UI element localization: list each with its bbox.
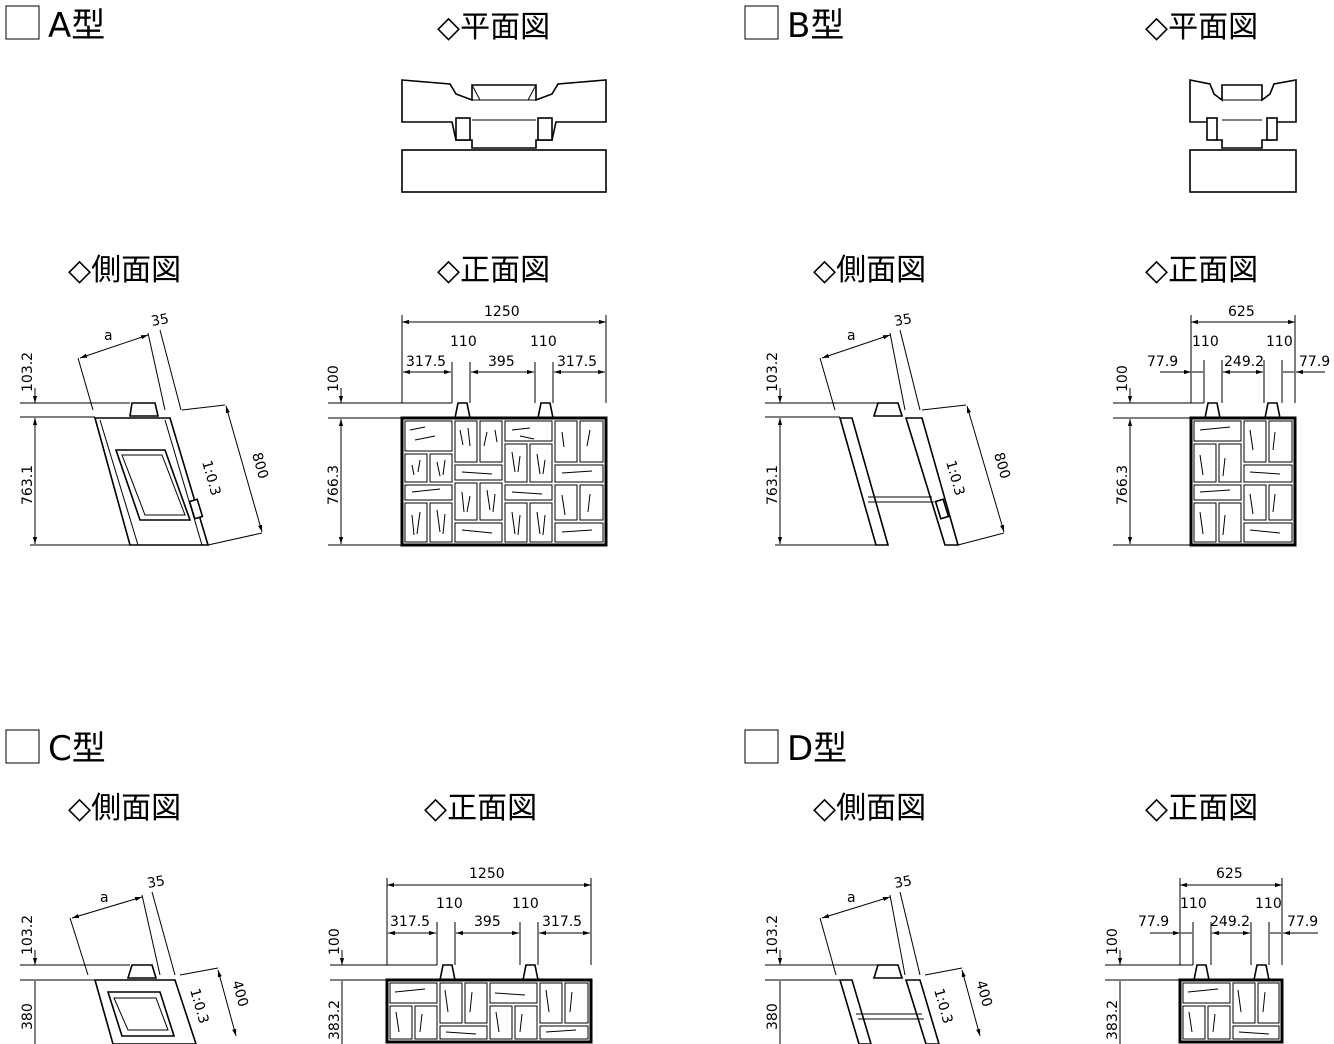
- dim-77-9-b1: 77.9: [1147, 354, 1178, 370]
- section-header-d: D型: [744, 729, 847, 769]
- subtitle-side-d: ◇側面図: [813, 791, 926, 826]
- side-view-d: a 35 103.2 380 400 1:0.3: [765, 873, 995, 1044]
- checkbox-c: [5, 729, 40, 764]
- slope-d: 1:0.3: [930, 987, 955, 1026]
- dim-249-2-b: 249.2: [1224, 354, 1264, 370]
- dim-383-2-d: 383.2: [1105, 1000, 1121, 1040]
- dim-380-c: 380: [20, 1003, 36, 1030]
- dim-100-b: 100: [1115, 365, 1131, 392]
- front-view-a: 1250 110 110 317.5 395 317.5 100 766.3: [326, 304, 608, 547]
- front-view-c: 1250 110 110 317.5 395 317.5 100 383.2: [327, 866, 593, 1044]
- subtitle-front-d: ◇正面図: [1145, 791, 1258, 826]
- side-view-b: a 35 103.2 763.1 800 1:0.3: [765, 311, 1013, 546]
- subtitle-front-a: ◇正面図: [437, 253, 550, 288]
- dim-625-b: 625: [1228, 304, 1255, 320]
- dim-103-2-d: 103.2: [765, 915, 781, 955]
- dim-110-d1: 110: [1180, 896, 1207, 912]
- dim-800-b: 800: [990, 451, 1013, 481]
- dim-100-d: 100: [1105, 928, 1121, 955]
- subtitle-side-a: ◇側面図: [68, 253, 181, 288]
- dim-77-9-d1: 77.9: [1138, 914, 1169, 930]
- dim-103-2: 103.2: [20, 352, 36, 392]
- stone-pattern-d: [1182, 982, 1280, 1040]
- checkbox-b: [744, 5, 779, 40]
- front-view-d: 625 110 110 77.9 249.2 77.9 100 383.2: [1105, 866, 1318, 1044]
- dim-103-2-b: 103.2: [765, 352, 781, 392]
- checkbox-d: [744, 729, 779, 764]
- section-header-b: B型: [744, 5, 844, 46]
- dim-317-5-c2: 317.5: [542, 914, 582, 930]
- dim-a-label-c: a: [100, 890, 109, 906]
- section-header-c: C型: [5, 729, 106, 769]
- side-view-c: a 35 103.2 380 400 1:0.3: [20, 873, 251, 1044]
- subtitle-plan-a: ◇平面図: [437, 10, 550, 45]
- dim-383-2-c: 383.2: [327, 1000, 343, 1040]
- dim-800-a: 800: [248, 451, 271, 481]
- dim-763-1-b: 763.1: [765, 465, 781, 505]
- dim-395-c: 395: [474, 914, 501, 930]
- header-d-text: D型: [787, 729, 847, 769]
- dim-77-9-d2: 77.9: [1287, 914, 1318, 930]
- dim-110-b1: 110: [1192, 334, 1219, 350]
- dim-317-5-a1: 317.5: [406, 354, 446, 370]
- dim-625-d: 625: [1216, 866, 1243, 882]
- dim-400-c: 400: [228, 979, 251, 1009]
- slope-c: 1:0.3: [186, 987, 211, 1026]
- slope-b: 1:0.3: [942, 459, 967, 498]
- dim-110-c1: 110: [436, 896, 463, 912]
- section-header-a: A型: [5, 5, 105, 46]
- dim-763-1: 763.1: [20, 465, 36, 505]
- dim-110-c2: 110: [512, 896, 539, 912]
- checkbox-a: [5, 5, 40, 40]
- dim-1250-c: 1250: [469, 866, 505, 882]
- subtitle-plan-b: ◇平面図: [1145, 10, 1258, 45]
- dim-35-c: 35: [146, 873, 166, 892]
- dim-395-a: 395: [488, 354, 515, 370]
- subtitle-side-c: ◇側面図: [68, 791, 181, 826]
- dim-317-5-c1: 317.5: [390, 914, 430, 930]
- dim-400-d: 400: [972, 979, 995, 1009]
- header-a-text: A型: [48, 6, 105, 46]
- dim-103-2-c: 103.2: [20, 915, 36, 955]
- dim-766-3-b: 766.3: [1115, 465, 1131, 505]
- subtitle-front-c: ◇正面図: [424, 791, 537, 826]
- plan-view-b: [1189, 79, 1297, 193]
- dim-a-label-b: a: [847, 328, 856, 344]
- dim-110-a1: 110: [450, 334, 477, 350]
- dim-77-9-b2: 77.9: [1299, 354, 1330, 370]
- stone-pattern-c: [389, 982, 589, 1040]
- subtitle-side-b: ◇側面図: [813, 253, 926, 288]
- front-view-b: 625 110 110 77.9 249.2 77.9 100 766.3: [1113, 304, 1330, 547]
- dim-766-3-a: 766.3: [326, 465, 342, 505]
- subtitle-front-b: ◇正面図: [1145, 253, 1258, 288]
- header-b-text: B型: [787, 6, 844, 46]
- stone-pattern-a: [404, 420, 604, 543]
- plan-view-a: [401, 79, 607, 193]
- dim-35-b: 35: [893, 311, 913, 330]
- header-c-text: C型: [48, 729, 106, 769]
- stone-pattern-b: [1193, 420, 1293, 543]
- dim-317-5-a2: 317.5: [557, 354, 597, 370]
- side-view-a: a 35 103.2 763.1 800 1:0.3: [20, 311, 271, 546]
- dim-380-d: 380: [765, 1003, 781, 1030]
- dim-100-c: 100: [327, 928, 343, 955]
- dim-249-2-d: 249.2: [1210, 914, 1250, 930]
- dim-110-d2: 110: [1255, 896, 1282, 912]
- dim-100-a: 100: [326, 365, 342, 392]
- dim-1250-a: 1250: [484, 304, 520, 320]
- dim-110-a2: 110: [530, 334, 557, 350]
- dim-a-label-d: a: [847, 890, 856, 906]
- dim-35: 35: [150, 311, 170, 330]
- dim-110-b2: 110: [1266, 334, 1293, 350]
- slope-a: 1:0.3: [198, 459, 223, 498]
- dim-a-label: a: [104, 328, 113, 344]
- dim-35-d: 35: [893, 873, 913, 892]
